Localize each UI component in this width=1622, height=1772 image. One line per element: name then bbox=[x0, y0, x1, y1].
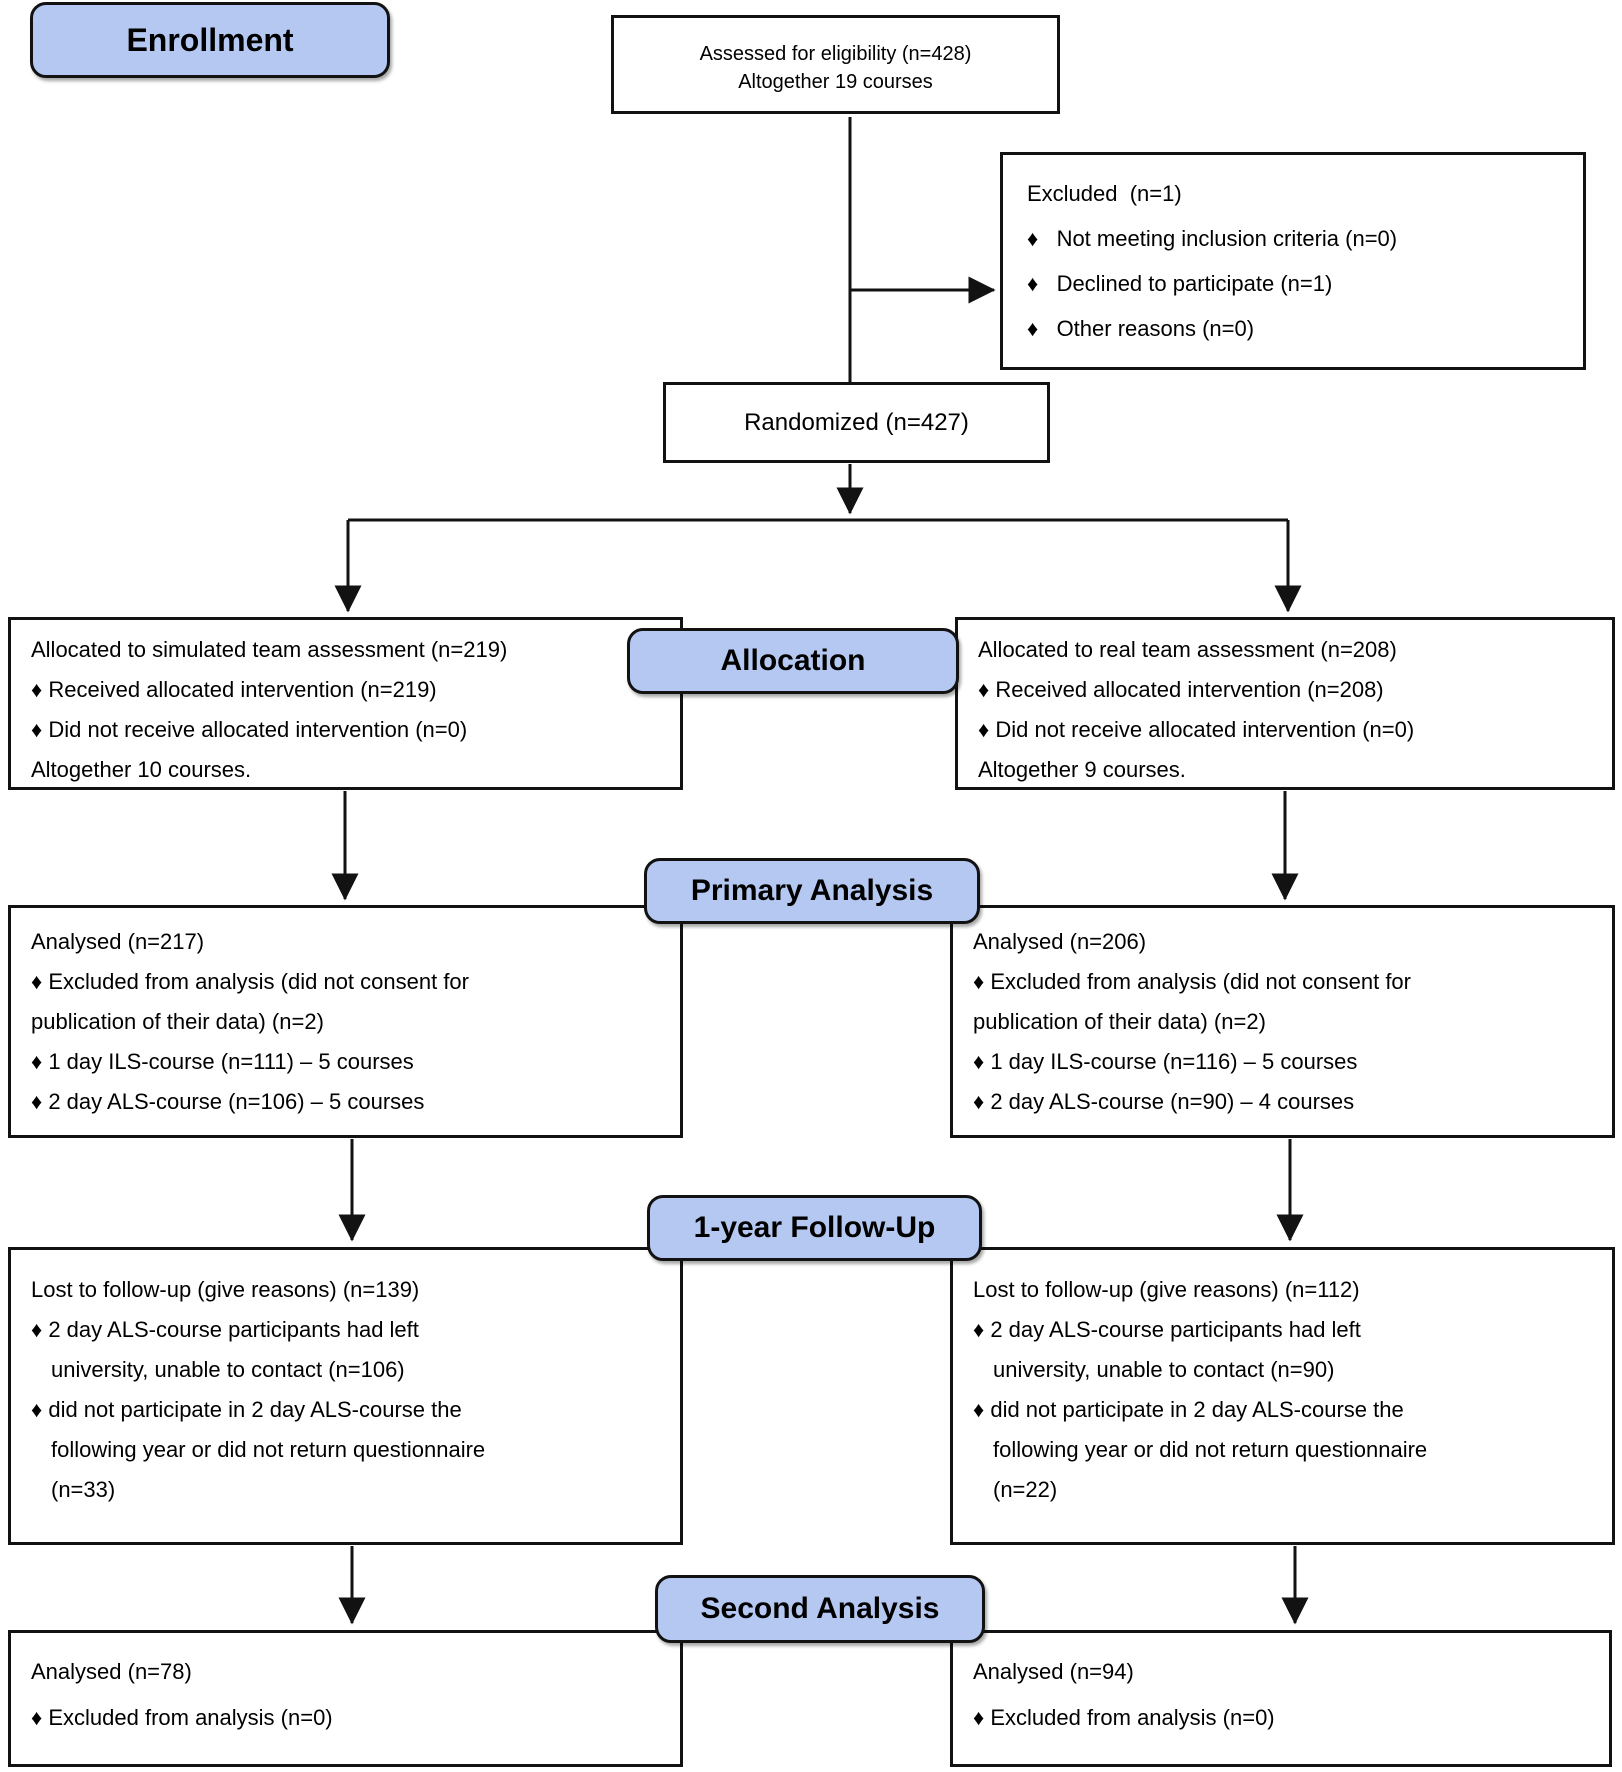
box-line: Allocated to real team assessment (n=208… bbox=[978, 637, 1397, 662]
box-excluded: Excluded (n=1) ♦ Not meeting inclusion c… bbox=[1000, 152, 1586, 370]
box-primary-analysis-left: Analysed (n=217) ♦ Excluded from analysi… bbox=[8, 905, 683, 1138]
box-line: (n=22) bbox=[993, 1477, 1058, 1502]
box-line: ♦ Not meeting inclusion criteria (n=0) bbox=[1027, 226, 1398, 251]
box-allocation-simulated: Allocated to simulated team assessment (… bbox=[8, 617, 683, 790]
box-line: publication of their data) (n=2) bbox=[973, 1009, 1266, 1034]
box-line: ♦ 2 day ALS-course (n=106) – 5 courses bbox=[31, 1089, 425, 1114]
box-second-analysis-right: Analysed (n=94) ♦ Excluded from analysis… bbox=[950, 1630, 1612, 1767]
box-line: Altogether 19 courses bbox=[738, 71, 933, 93]
box-line: Analysed (n=206) bbox=[973, 929, 1147, 954]
box-line: Assessed for eligibility (n=428) bbox=[699, 43, 972, 65]
stage-label-primary-analysis: Primary Analysis bbox=[644, 858, 980, 924]
box-line: Lost to follow-up (give reasons) (n=139) bbox=[31, 1277, 420, 1302]
box-line: Analysed (n=78) bbox=[31, 1659, 192, 1684]
box-randomized: Randomized (n=427) bbox=[663, 382, 1050, 463]
stage-label-second-analysis: Second Analysis bbox=[655, 1575, 985, 1643]
box-line: university, unable to contact (n=90) bbox=[993, 1357, 1335, 1382]
box-followup-right: Lost to follow-up (give reasons) (n=112)… bbox=[950, 1247, 1615, 1545]
box-line: university, unable to contact (n=106) bbox=[51, 1357, 405, 1382]
box-assessed-for-eligibility: Assessed for eligibility (n=428) Altoget… bbox=[611, 15, 1060, 114]
box-followup-left: Lost to follow-up (give reasons) (n=139)… bbox=[8, 1247, 683, 1545]
box-line: Analysed (n=217) bbox=[31, 929, 205, 954]
box-line: Excluded (n=1) bbox=[1027, 181, 1182, 206]
box-line: publication of their data) (n=2) bbox=[31, 1009, 324, 1034]
stage-label-one-year-followup: 1-year Follow-Up bbox=[647, 1195, 982, 1261]
box-line: ♦ Did not receive allocated intervention… bbox=[31, 717, 468, 742]
box-line: following year or did not return questio… bbox=[51, 1437, 486, 1462]
box-line: ♦ 2 day ALS-course participants had left bbox=[973, 1317, 1361, 1342]
box-line: Analysed (n=94) bbox=[973, 1659, 1134, 1684]
box-line: ♦ 2 day ALS-course participants had left bbox=[31, 1317, 419, 1342]
box-line: ♦ 2 day ALS-course (n=90) – 4 courses bbox=[973, 1089, 1355, 1114]
box-line: following year or did not return questio… bbox=[993, 1437, 1428, 1462]
box-line: ♦ Excluded from analysis (did not consen… bbox=[31, 969, 469, 994]
box-allocation-real: Allocated to real team assessment (n=208… bbox=[955, 617, 1615, 790]
box-line: Allocated to simulated team assessment (… bbox=[31, 637, 508, 662]
box-line: ♦ Received allocated intervention (n=219… bbox=[31, 677, 437, 702]
box-line: ♦ Other reasons (n=0) bbox=[1027, 316, 1255, 341]
box-line: Lost to follow-up (give reasons) (n=112) bbox=[973, 1277, 1360, 1302]
box-line: ♦ Excluded from analysis (did not consen… bbox=[973, 969, 1411, 994]
box-second-analysis-left: Analysed (n=78) ♦ Excluded from analysis… bbox=[8, 1630, 683, 1767]
box-line: ♦ did not participate in 2 day ALS-cours… bbox=[31, 1397, 462, 1422]
box-line: ♦ Declined to participate (n=1) bbox=[1027, 271, 1333, 296]
box-line: ♦ 1 day ILS-course (n=111) – 5 courses bbox=[31, 1049, 414, 1074]
box-line: ♦ Did not receive allocated intervention… bbox=[978, 717, 1415, 742]
box-line: Altogether 9 courses. bbox=[978, 757, 1186, 782]
stage-label-allocation: Allocation bbox=[627, 628, 959, 694]
box-line: (n=33) bbox=[51, 1477, 116, 1502]
stage-label-enrollment: Enrollment bbox=[30, 2, 390, 78]
box-line: ♦ Excluded from analysis (n=0) bbox=[31, 1705, 333, 1730]
box-line: ♦ did not participate in 2 day ALS-cours… bbox=[973, 1397, 1404, 1422]
box-line: ♦ 1 day ILS-course (n=116) – 5 courses bbox=[973, 1049, 1358, 1074]
box-line: ♦ Received allocated intervention (n=208… bbox=[978, 677, 1384, 702]
box-primary-analysis-right: Analysed (n=206) ♦ Excluded from analysi… bbox=[950, 905, 1615, 1138]
box-line: ♦ Excluded from analysis (n=0) bbox=[973, 1705, 1275, 1730]
box-line: Altogether 10 courses. bbox=[31, 757, 252, 782]
randomized-text: Randomized (n=427) bbox=[744, 408, 969, 436]
